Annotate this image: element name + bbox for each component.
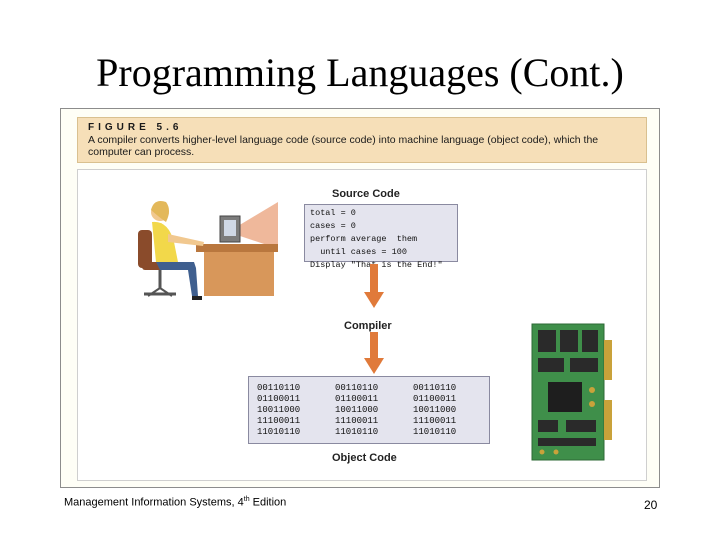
footer-edition: Edition [249, 496, 287, 509]
binary-column: 00110110 01100011 10011000 11100011 1101… [335, 383, 378, 438]
binary-column: 00110110 01100011 10011000 11100011 1101… [413, 383, 456, 438]
source-line: Display "That is the End!" [310, 260, 443, 270]
footer-text: Management Information Systems, 4 [64, 496, 244, 509]
person-legs [156, 262, 198, 296]
figure-caption-box: FIGURE 5.6 A compiler converts higher-le… [77, 117, 647, 163]
binary-column: 00110110 01100011 10011000 11100011 1101… [257, 383, 300, 438]
circuit-board-illustration [531, 323, 612, 461]
binary-value: 10011000 [413, 405, 457, 415]
object-code-box: 00110110 01100011 10011000 11100011 1101… [248, 376, 490, 444]
binary-value: 11010110 [413, 427, 457, 437]
source-code-box: total = 0 cases = 0 perform average them… [304, 204, 458, 270]
binary-value: 10011000 [335, 405, 379, 415]
person-arm [168, 234, 204, 246]
source-line: until cases = 100 [310, 247, 407, 257]
footer-superscript: th [243, 496, 250, 503]
page-number: 20 [644, 498, 658, 512]
source-line: perform average them [310, 234, 418, 244]
source-line: total = 0 [310, 208, 356, 218]
binary-value: 11100011 [413, 416, 457, 426]
binary-value: 11010110 [335, 427, 379, 437]
person-body [152, 221, 178, 262]
down-arrow-icon [364, 332, 384, 374]
binary-value: 01100011 [335, 394, 379, 404]
binary-value: 01100011 [257, 394, 301, 404]
compiler-label: Compiler [344, 320, 392, 332]
compiler-diagram: Source Code total = 0 cases = 0 perform … [77, 169, 647, 481]
slide-title: Programming Languages (Cont.) [96, 50, 624, 95]
figure-number: FIGURE 5.6 [88, 122, 183, 133]
figure-panel: FIGURE 5.6 A compiler converts higher-le… [60, 108, 660, 488]
binary-value: 00110110 [257, 383, 301, 393]
chair-back [138, 230, 152, 268]
projection-beam [228, 202, 278, 249]
desk-top [196, 244, 278, 252]
binary-value: 11100011 [335, 416, 379, 426]
footer-source: Management Information Systems, 4th Edit… [64, 496, 286, 509]
binary-value: 11010110 [257, 427, 301, 437]
object-code-label: Object Code [332, 452, 397, 464]
source-line: cases = 0 [310, 221, 356, 231]
programmer-at-desk-illustration [138, 201, 278, 300]
monitor-screen [224, 220, 236, 236]
binary-value: 10011000 [257, 405, 301, 415]
binary-value: 11100011 [257, 416, 301, 426]
desk-front [204, 252, 274, 296]
binary-value: 00110110 [335, 383, 379, 393]
source-code-label: Source Code [332, 188, 400, 200]
binary-value: 00110110 [413, 383, 457, 393]
down-arrow-icon [364, 264, 384, 308]
binary-value: 01100011 [413, 394, 457, 404]
person-hair [151, 201, 169, 222]
figure-caption: A compiler converts higher-level languag… [88, 134, 599, 158]
